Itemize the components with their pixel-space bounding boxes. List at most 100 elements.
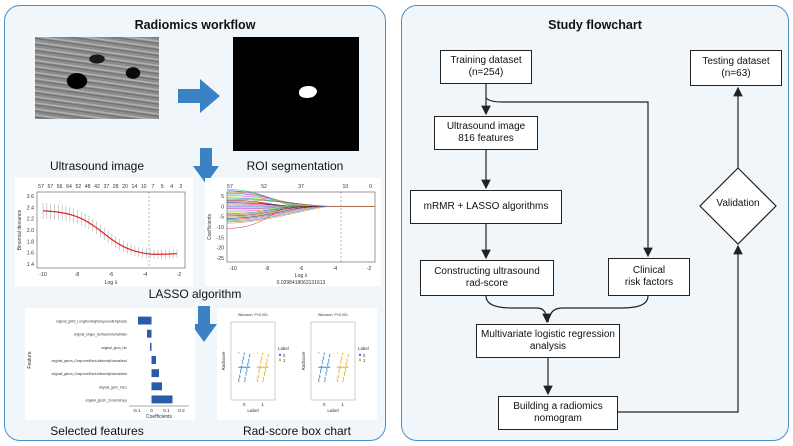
x-tick-label: 0.2 bbox=[178, 408, 185, 414]
multivariate-box: Multivariate logistic regression analysi… bbox=[476, 324, 620, 358]
x-tick-label: 0 bbox=[150, 408, 153, 414]
data-point bbox=[241, 360, 243, 362]
x-tick-label: -2 bbox=[177, 272, 182, 278]
data-point bbox=[337, 374, 339, 376]
data-point bbox=[322, 358, 324, 361]
plot-frame bbox=[310, 321, 356, 401]
legend-swatch bbox=[278, 353, 282, 357]
x-axis-label: Label bbox=[247, 408, 258, 413]
data-point bbox=[323, 353, 325, 355]
top-tick-label: 48 bbox=[85, 184, 91, 190]
caption-lasso: LASSO algorithm bbox=[148, 287, 242, 301]
data-point bbox=[260, 360, 262, 362]
feature-label: original_glcm_Idn bbox=[101, 346, 127, 350]
top-tick-label: 52 bbox=[75, 184, 81, 190]
data-point bbox=[262, 377, 265, 379]
nomogram-box: Building a radiomics nomogram bbox=[498, 396, 618, 430]
features-svg: original_glrlm_LongRunHighGrayLevelEmpha… bbox=[27, 316, 189, 420]
data-point bbox=[267, 354, 269, 357]
feature-bar bbox=[138, 316, 152, 325]
y-tick-label: 2.0 bbox=[27, 228, 34, 234]
data-point bbox=[341, 358, 343, 361]
y-tick-label: 2.4 bbox=[27, 205, 34, 211]
data-point bbox=[342, 378, 345, 380]
box-line: analysis bbox=[529, 341, 567, 352]
data-point bbox=[324, 378, 326, 380]
data-point bbox=[345, 362, 347, 364]
data-point bbox=[245, 374, 247, 376]
data-point bbox=[265, 365, 267, 367]
data-point bbox=[318, 379, 320, 381]
feature-label: original_shape_SurfaceVolumeRatio bbox=[74, 333, 128, 337]
data-point bbox=[238, 352, 240, 354]
data-point bbox=[248, 358, 250, 361]
data-point bbox=[264, 367, 266, 370]
feature-bar bbox=[151, 395, 173, 404]
data-point bbox=[261, 358, 263, 361]
top-tick-label: 20 bbox=[122, 184, 128, 190]
data-point bbox=[320, 369, 322, 371]
box-line: Constructing ultrasound bbox=[434, 265, 540, 277]
data-point bbox=[257, 377, 259, 379]
top-tick-label: 7 bbox=[152, 184, 155, 190]
data-point bbox=[261, 357, 263, 359]
data-point bbox=[257, 375, 259, 377]
data-point bbox=[265, 364, 267, 366]
coefficient-path bbox=[226, 206, 375, 223]
data-point bbox=[342, 352, 344, 354]
feature-label: original_glszm_GrayLevelNonUniformityNor… bbox=[52, 372, 128, 376]
data-point bbox=[346, 360, 348, 362]
data-point bbox=[241, 362, 243, 364]
data-point bbox=[344, 370, 346, 372]
roi-mask bbox=[299, 86, 317, 98]
data-point bbox=[347, 354, 349, 357]
data-point bbox=[341, 356, 343, 358]
y-tick-label: 2.6 bbox=[27, 194, 34, 200]
connector bbox=[547, 295, 649, 323]
data-point bbox=[242, 357, 244, 359]
coefficient-path bbox=[226, 206, 375, 224]
study-flowchart-panel: Study flowchart bbox=[401, 5, 789, 441]
data-point bbox=[325, 371, 327, 374]
data-point bbox=[341, 357, 343, 359]
y-axis-label: Coefficients bbox=[207, 213, 213, 240]
data-point bbox=[267, 356, 269, 358]
legend-swatch bbox=[278, 358, 282, 362]
y-tick-label: -25 bbox=[217, 256, 225, 262]
data-point bbox=[243, 352, 245, 354]
y-tick-label: 0 bbox=[221, 204, 224, 210]
data-point bbox=[326, 370, 328, 372]
y-tick-label: 5 bbox=[221, 194, 224, 200]
x-tick-label: 0 bbox=[323, 402, 326, 407]
top-tick-label: 10 bbox=[343, 184, 349, 190]
data-point bbox=[245, 371, 247, 374]
data-point bbox=[328, 358, 330, 361]
data-point bbox=[240, 369, 242, 371]
data-point bbox=[240, 371, 242, 374]
x-tick-label: -0.1 bbox=[132, 408, 141, 414]
data-point bbox=[263, 371, 266, 374]
data-point bbox=[321, 362, 323, 364]
x-tick-label: 1 bbox=[341, 402, 344, 407]
data-point bbox=[240, 365, 243, 367]
data-point bbox=[258, 369, 260, 371]
x-axis-label: Coefficients bbox=[146, 414, 173, 420]
data-point bbox=[247, 364, 249, 366]
data-point bbox=[267, 353, 269, 355]
top-tick-label: 52 bbox=[261, 184, 267, 190]
data-point bbox=[345, 365, 347, 367]
lambda-value-label: 0.0298418063131613 bbox=[277, 280, 326, 286]
panel-title: Radiomics workflow bbox=[134, 18, 256, 32]
radscore-box: Constructing ultrasound rad-score bbox=[420, 260, 554, 296]
y-tick-label: -20 bbox=[217, 246, 225, 252]
data-point bbox=[328, 361, 330, 363]
x-tick-label: -10 bbox=[39, 272, 47, 278]
data-point bbox=[342, 353, 344, 355]
data-point bbox=[264, 369, 266, 371]
data-point bbox=[239, 375, 241, 377]
data-point bbox=[325, 373, 327, 375]
roi-image bbox=[233, 37, 359, 151]
coefficient-path bbox=[226, 206, 375, 219]
panel-title: Study flowchart bbox=[548, 18, 642, 32]
